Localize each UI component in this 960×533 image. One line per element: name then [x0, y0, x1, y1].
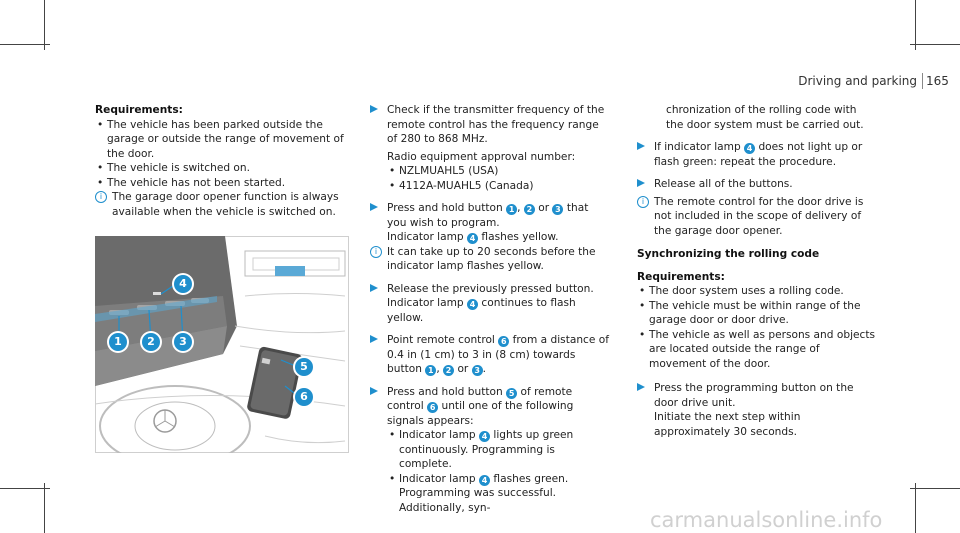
list-item: •Indicator lamp 4 lights up green contin… [389, 429, 574, 470]
callout-3: 3 [471, 365, 483, 376]
instruction-step: Press the programming button on the door… [637, 381, 877, 439]
section-heading: Synchronizing the rolling code [637, 248, 820, 260]
list-item: •The vehicle has been parked outside the… [97, 118, 344, 160]
list-item: •4112A-MUAHL5 (Canada) [389, 179, 534, 192]
bullet: • [97, 118, 104, 131]
list-item: •Indicator lamp 4 flashes green. Program… [389, 472, 569, 514]
info-icon: i [637, 195, 649, 208]
crop-mark [910, 44, 960, 45]
list-item: •The vehicle must be within range of the… [639, 299, 861, 327]
bullet: • [639, 285, 646, 297]
callout-badge: 4 [174, 275, 192, 293]
continued-text: chronization of the rolling code with th… [666, 104, 864, 131]
column-1: Requirements: •The vehicle has been park… [95, 103, 345, 219]
bullet: • [389, 472, 396, 485]
watermark: carmanualsonline.info [650, 508, 883, 532]
crop-mark [44, 0, 45, 50]
bullet: • [389, 429, 396, 441]
callout-2: 2 [443, 365, 455, 376]
callout-4: 4 [479, 431, 491, 442]
step-arrow-icon [637, 383, 645, 391]
bullet: • [639, 299, 646, 312]
callout-4: 4 [467, 299, 479, 310]
callout-5: 5 [506, 387, 518, 399]
callout-1: 1 [425, 365, 437, 376]
step-arrow-icon [370, 203, 378, 211]
bullet: • [97, 176, 104, 189]
callout-badge: 3 [174, 333, 192, 351]
step-arrow-icon [370, 283, 378, 292]
list-item: •The vehicle is switched on. [97, 162, 250, 174]
column-2: Check if the transmitter frequency of th… [370, 103, 610, 515]
callout-6: 6 [427, 402, 439, 413]
callout-2: 2 [523, 204, 535, 215]
list-item: •The vehicle as well as persons and obje… [639, 328, 876, 370]
callout-3: 3 [552, 204, 564, 215]
crop-mark [0, 44, 50, 45]
crop-mark [910, 488, 960, 489]
instruction-step: Check if the transmitter frequency of th… [370, 103, 610, 193]
bullet: • [389, 165, 396, 177]
column-3: chronization of the rolling code with th… [637, 103, 877, 439]
info-icon: i [95, 191, 107, 203]
step-arrow-icon [370, 335, 378, 343]
bullet: • [97, 162, 104, 174]
callout-4: 4 [479, 474, 491, 486]
instruction-step: If indicator lamp 4 does not light up or… [637, 140, 877, 169]
car-interior-drawing [94, 236, 349, 467]
list-item: •NZLMUAHL5 (USA) [389, 165, 499, 177]
step-arrow-icon [370, 105, 378, 113]
instruction-step: Press and hold button 5 of remote contro… [370, 385, 610, 516]
callout-badge: 6 [295, 388, 313, 406]
page-number: 165 [926, 74, 949, 88]
instruction-step: Release the previously pressed button. I… [370, 282, 610, 326]
requirements-heading: Requirements: [95, 104, 183, 116]
step-arrow-icon [370, 386, 378, 395]
step-arrow-icon [637, 179, 645, 187]
callout-6: 6 [498, 336, 510, 347]
list-item: •The door system uses a rolling code. [639, 285, 844, 297]
crop-mark [0, 488, 50, 489]
bullet: • [639, 328, 646, 341]
crop-mark [915, 0, 916, 50]
callout-4: 4 [744, 143, 756, 154]
callout-badge: 1 [109, 333, 127, 351]
garage-door-opener-illustration: 1 2 3 4 5 6 [94, 236, 349, 467]
section-title: Driving and parking [798, 74, 917, 88]
instruction-step: Press and hold button 1, 2 or 3 that you… [370, 201, 610, 245]
crop-mark [915, 483, 916, 533]
header-divider [922, 73, 923, 89]
crop-mark [44, 483, 45, 533]
callout-4: 4 [467, 233, 479, 244]
instruction-step: Release all of the buttons. [637, 177, 877, 192]
list-item: •The vehicle has not been started. [97, 176, 286, 189]
callout-badge: 5 [295, 358, 313, 376]
callout-1: 1 [506, 204, 518, 215]
info-icon: i [370, 245, 382, 258]
step-arrow-icon [637, 142, 645, 150]
bullet: • [389, 179, 396, 192]
instruction-step: Point remote control 6 from a distance o… [370, 333, 610, 377]
requirements-heading: Requirements: [637, 270, 725, 283]
callout-badge: 2 [142, 333, 160, 351]
